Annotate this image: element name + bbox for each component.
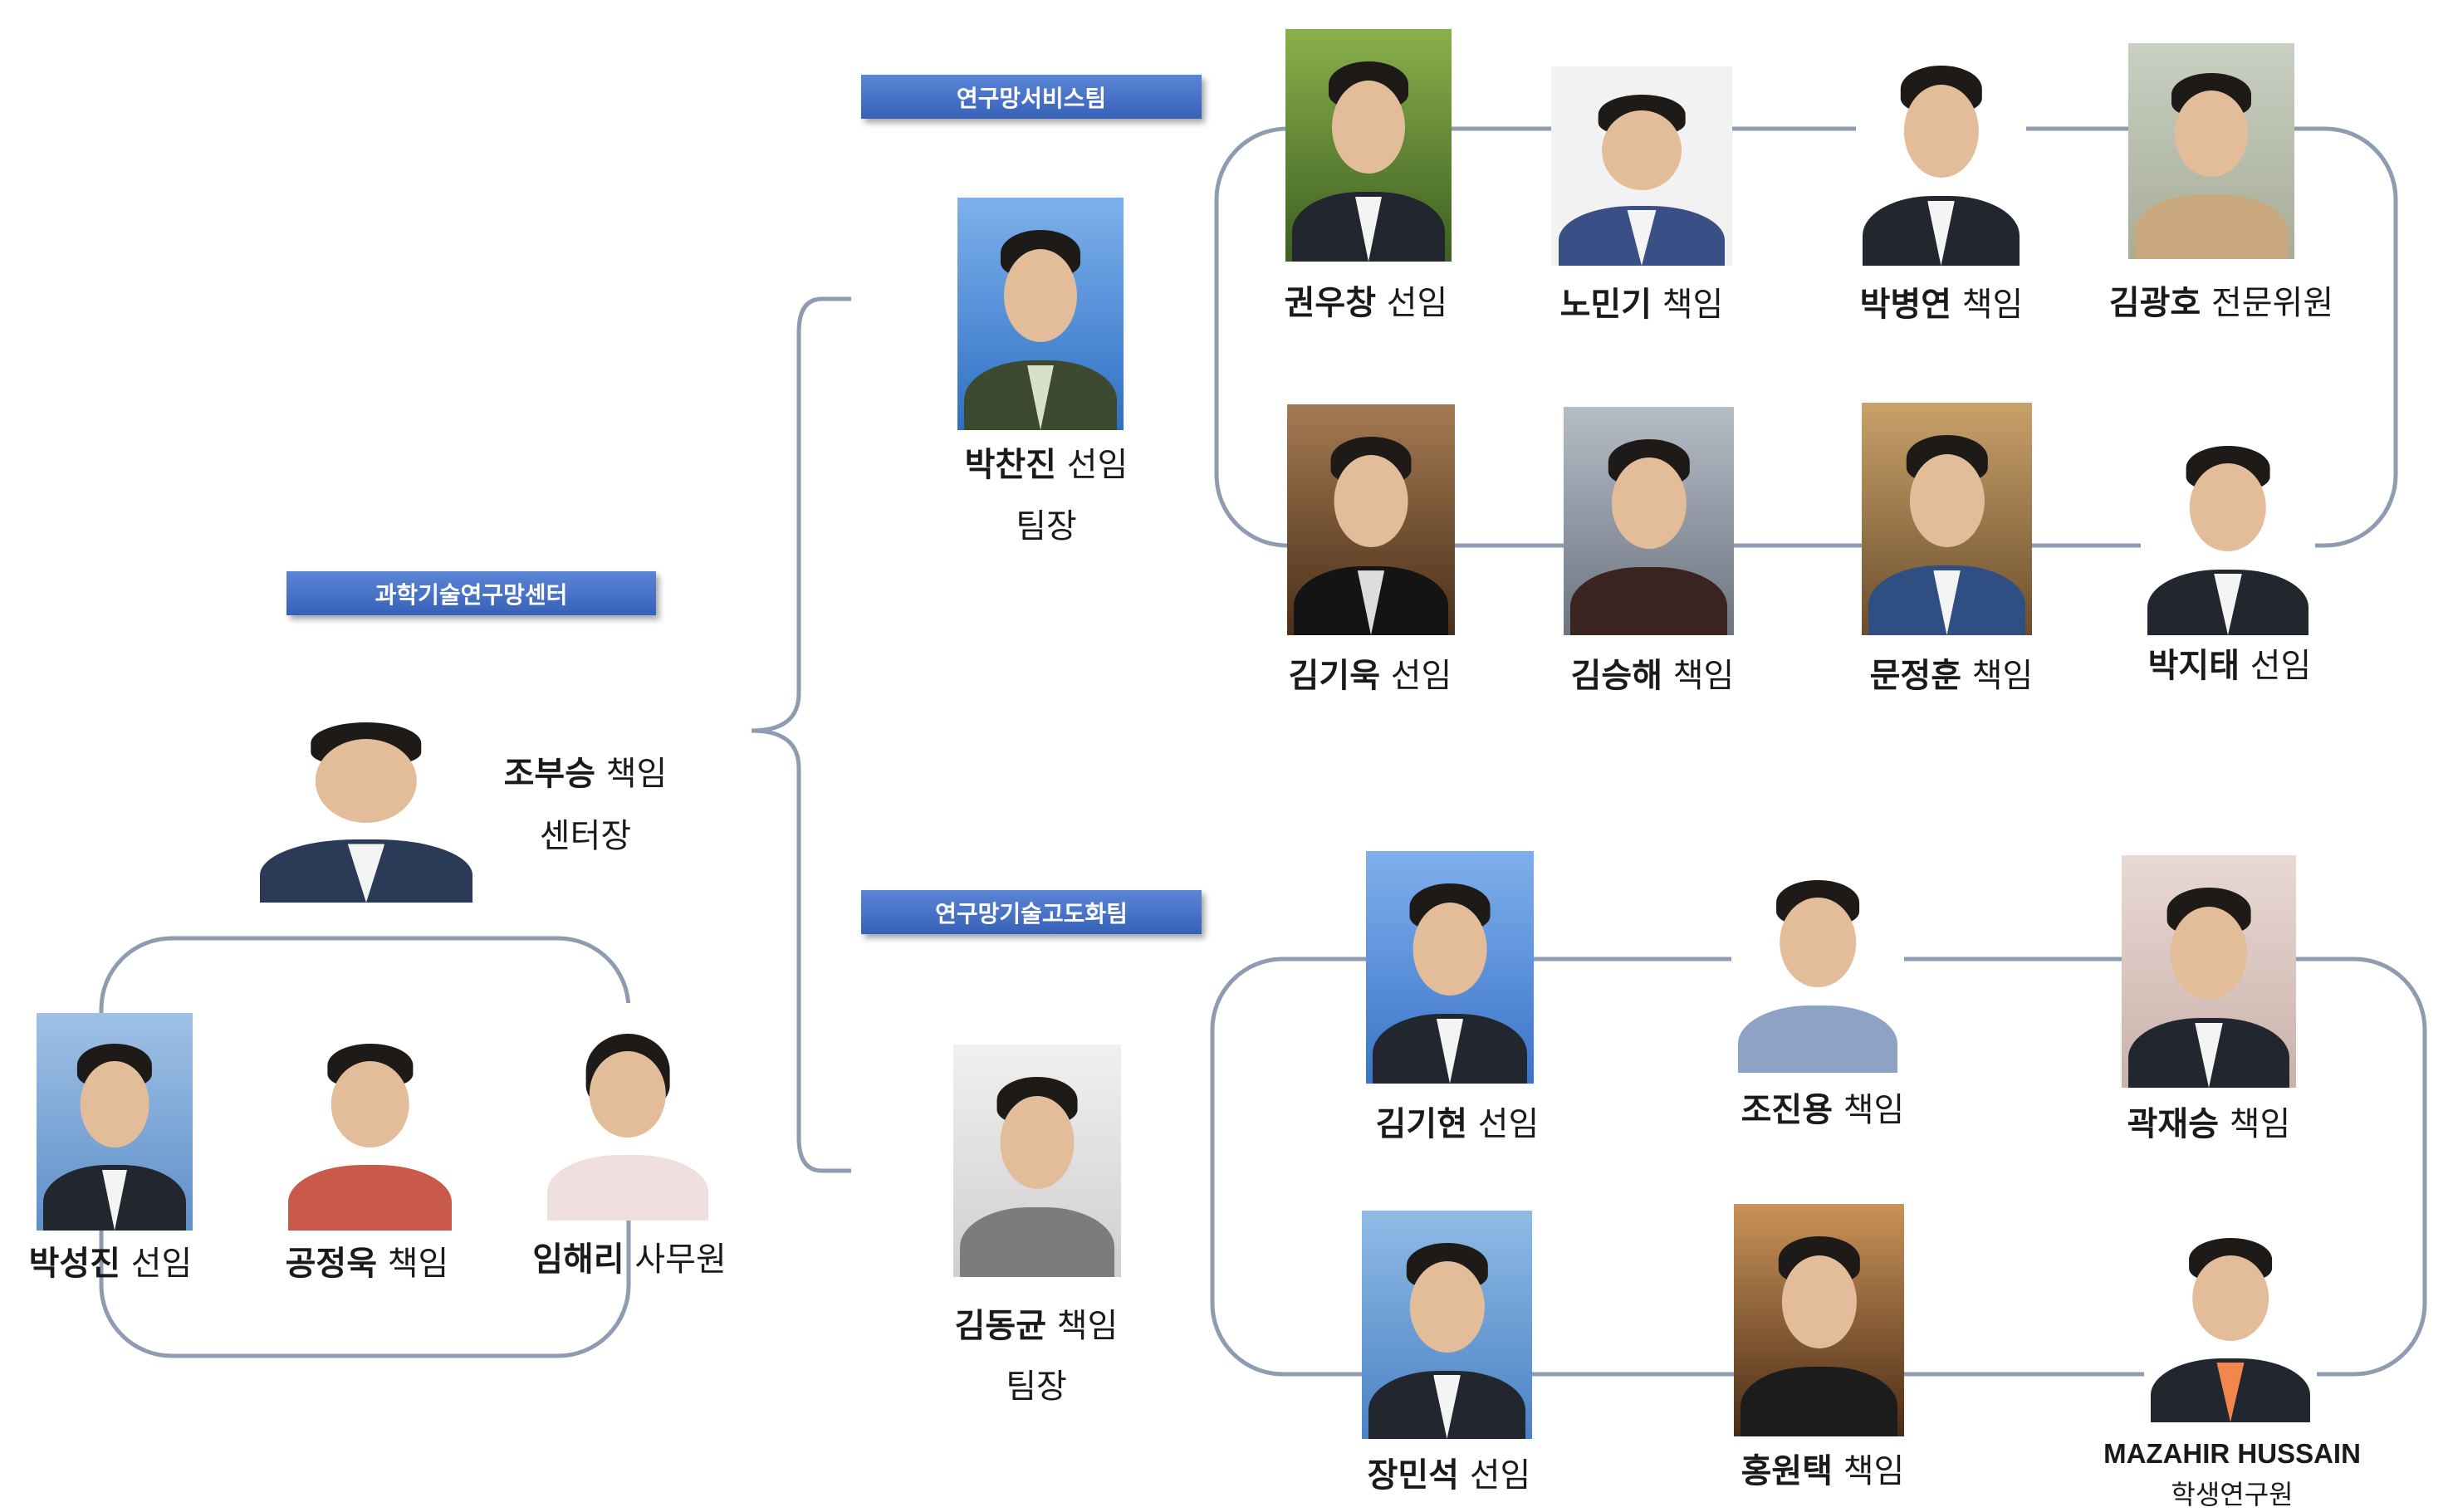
team2-lead-photo: [953, 1045, 1121, 1277]
center-title: 과학기술연구망센터: [286, 571, 656, 615]
staff-name-1: 박성진 선임: [28, 1245, 193, 1283]
team1-member-photo-4: [2128, 43, 2294, 259]
team1-member-photo-6: [1564, 407, 1734, 635]
team1-member-name-8: 박지태 선임: [2147, 647, 2312, 685]
team1-member-photo-2: [1551, 66, 1732, 266]
team2-member-photo-1: [1366, 851, 1534, 1084]
team2-member-name-3: 곽재승 책임: [2127, 1105, 2291, 1143]
team2-title: 연구망기술고도화팀: [861, 890, 1202, 934]
team1-member-name-2: 노민기 책임: [1559, 286, 1724, 324]
staff-photo-3: [541, 1003, 715, 1221]
team1-loop: [1214, 126, 2398, 548]
team1-title: 연구망서비스팀: [861, 75, 1202, 119]
team1-member-name-7: 문정훈 책임: [1869, 657, 2034, 695]
team2-lead-role: 팀장: [1006, 1368, 1067, 1406]
team1-member-name-4: 김광호 전문위원: [2108, 284, 2334, 322]
team2-member-photo-4: [1362, 1211, 1532, 1439]
team2-member-name-5: 홍원택 책임: [1741, 1452, 1905, 1490]
team1-member-name-5: 김기욱 선임: [1288, 657, 1452, 695]
center-head-role: 센터장: [539, 817, 632, 855]
team2-member-photo-6: [2144, 1208, 2317, 1422]
staff-photo-2: [281, 1013, 459, 1231]
team1-lead-name: 박찬진 선임: [964, 446, 1129, 484]
team1-member-name-1: 권우창 선임: [1284, 284, 1448, 322]
team2-member-name-6: MAZAHIR HUSSAIN: [2103, 1438, 2361, 1469]
team2-member-photo-5: [1734, 1204, 1904, 1436]
team1-member-name-6: 김승해 책임: [1570, 657, 1735, 695]
team1-member-photo-8: [2141, 415, 2315, 635]
team2-member-photo-2: [1731, 849, 1904, 1073]
org-bracket: [751, 296, 851, 1173]
team1-member-photo-5: [1287, 404, 1455, 635]
team1-lead-role: 팀장: [1016, 507, 1077, 546]
team2-lead-name: 김동균 책임: [954, 1307, 1119, 1345]
staff-name-2: 공정욱 책임: [285, 1245, 449, 1283]
team2-member-name-2: 조진용 책임: [1741, 1091, 1905, 1129]
team1-lead-photo: [957, 198, 1124, 430]
team2-member-name-1: 김기현 선임: [1375, 1105, 1540, 1143]
team2-member-rank-6: 학생연구원: [2171, 1480, 2294, 1510]
staff-name-3: 임해리 사무원: [532, 1240, 727, 1279]
staff-photo-1: [37, 1013, 193, 1231]
team2-member-name-4: 장민석 선임: [1367, 1456, 1531, 1495]
team1-member-name-3: 박병연 책임: [1859, 286, 2024, 324]
team1-member-photo-1: [1285, 29, 1452, 262]
team1-member-photo-7: [1862, 403, 2032, 635]
team2-member-photo-3: [2122, 855, 2296, 1088]
center-head-photo: [251, 693, 482, 903]
team1-member-photo-3: [1856, 33, 2026, 266]
center-head-name: 조부승 책임: [503, 755, 668, 793]
